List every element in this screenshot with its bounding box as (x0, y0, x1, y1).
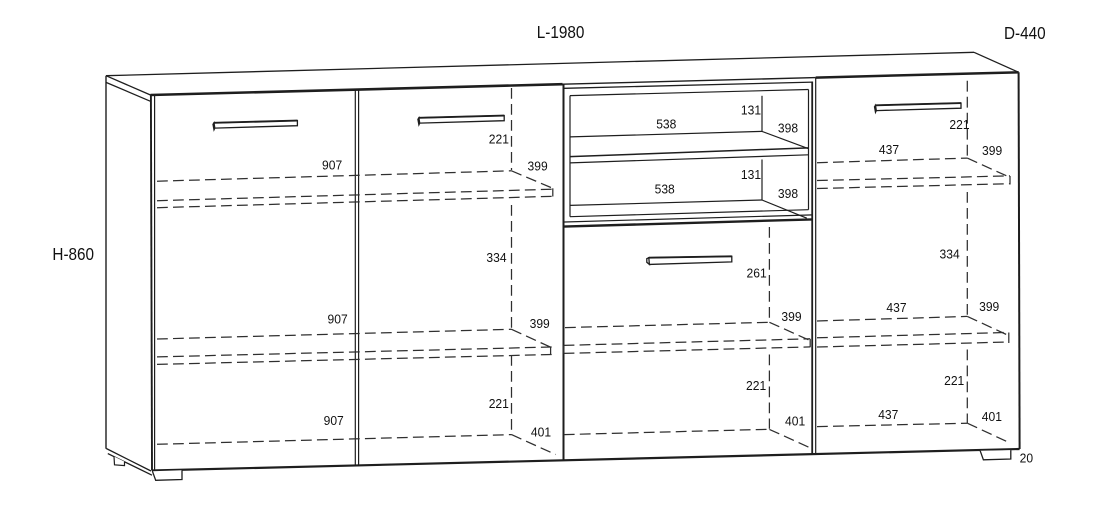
svg-text:437: 437 (879, 143, 899, 157)
svg-text:221: 221 (944, 373, 964, 387)
svg-text:907: 907 (328, 312, 348, 326)
svg-text:221: 221 (949, 118, 969, 132)
svg-text:538: 538 (656, 117, 676, 131)
svg-text:L-1980: L-1980 (537, 22, 585, 42)
svg-text:399: 399 (979, 300, 999, 314)
svg-text:131: 131 (741, 168, 761, 182)
svg-text:907: 907 (324, 414, 344, 428)
svg-text:401: 401 (785, 414, 805, 428)
svg-text:399: 399 (781, 310, 801, 324)
svg-text:437: 437 (886, 301, 906, 315)
svg-text:131: 131 (741, 103, 761, 117)
svg-text:221: 221 (489, 397, 509, 411)
svg-text:20: 20 (1020, 451, 1033, 465)
svg-text:334: 334 (940, 247, 960, 261)
svg-text:H-860: H-860 (52, 244, 94, 264)
svg-text:401: 401 (531, 425, 551, 439)
svg-text:399: 399 (982, 144, 1002, 158)
svg-text:907: 907 (322, 158, 342, 172)
svg-text:398: 398 (778, 121, 798, 135)
svg-text:334: 334 (486, 251, 506, 265)
svg-text:398: 398 (778, 187, 798, 201)
svg-text:401: 401 (982, 410, 1002, 424)
svg-text:538: 538 (655, 182, 675, 196)
svg-text:399: 399 (530, 317, 550, 331)
svg-text:221: 221 (746, 378, 766, 392)
svg-text:399: 399 (528, 159, 548, 173)
svg-text:D-440: D-440 (1004, 23, 1046, 43)
svg-text:437: 437 (878, 407, 898, 421)
svg-text:261: 261 (747, 266, 767, 280)
svg-text:221: 221 (489, 132, 509, 146)
